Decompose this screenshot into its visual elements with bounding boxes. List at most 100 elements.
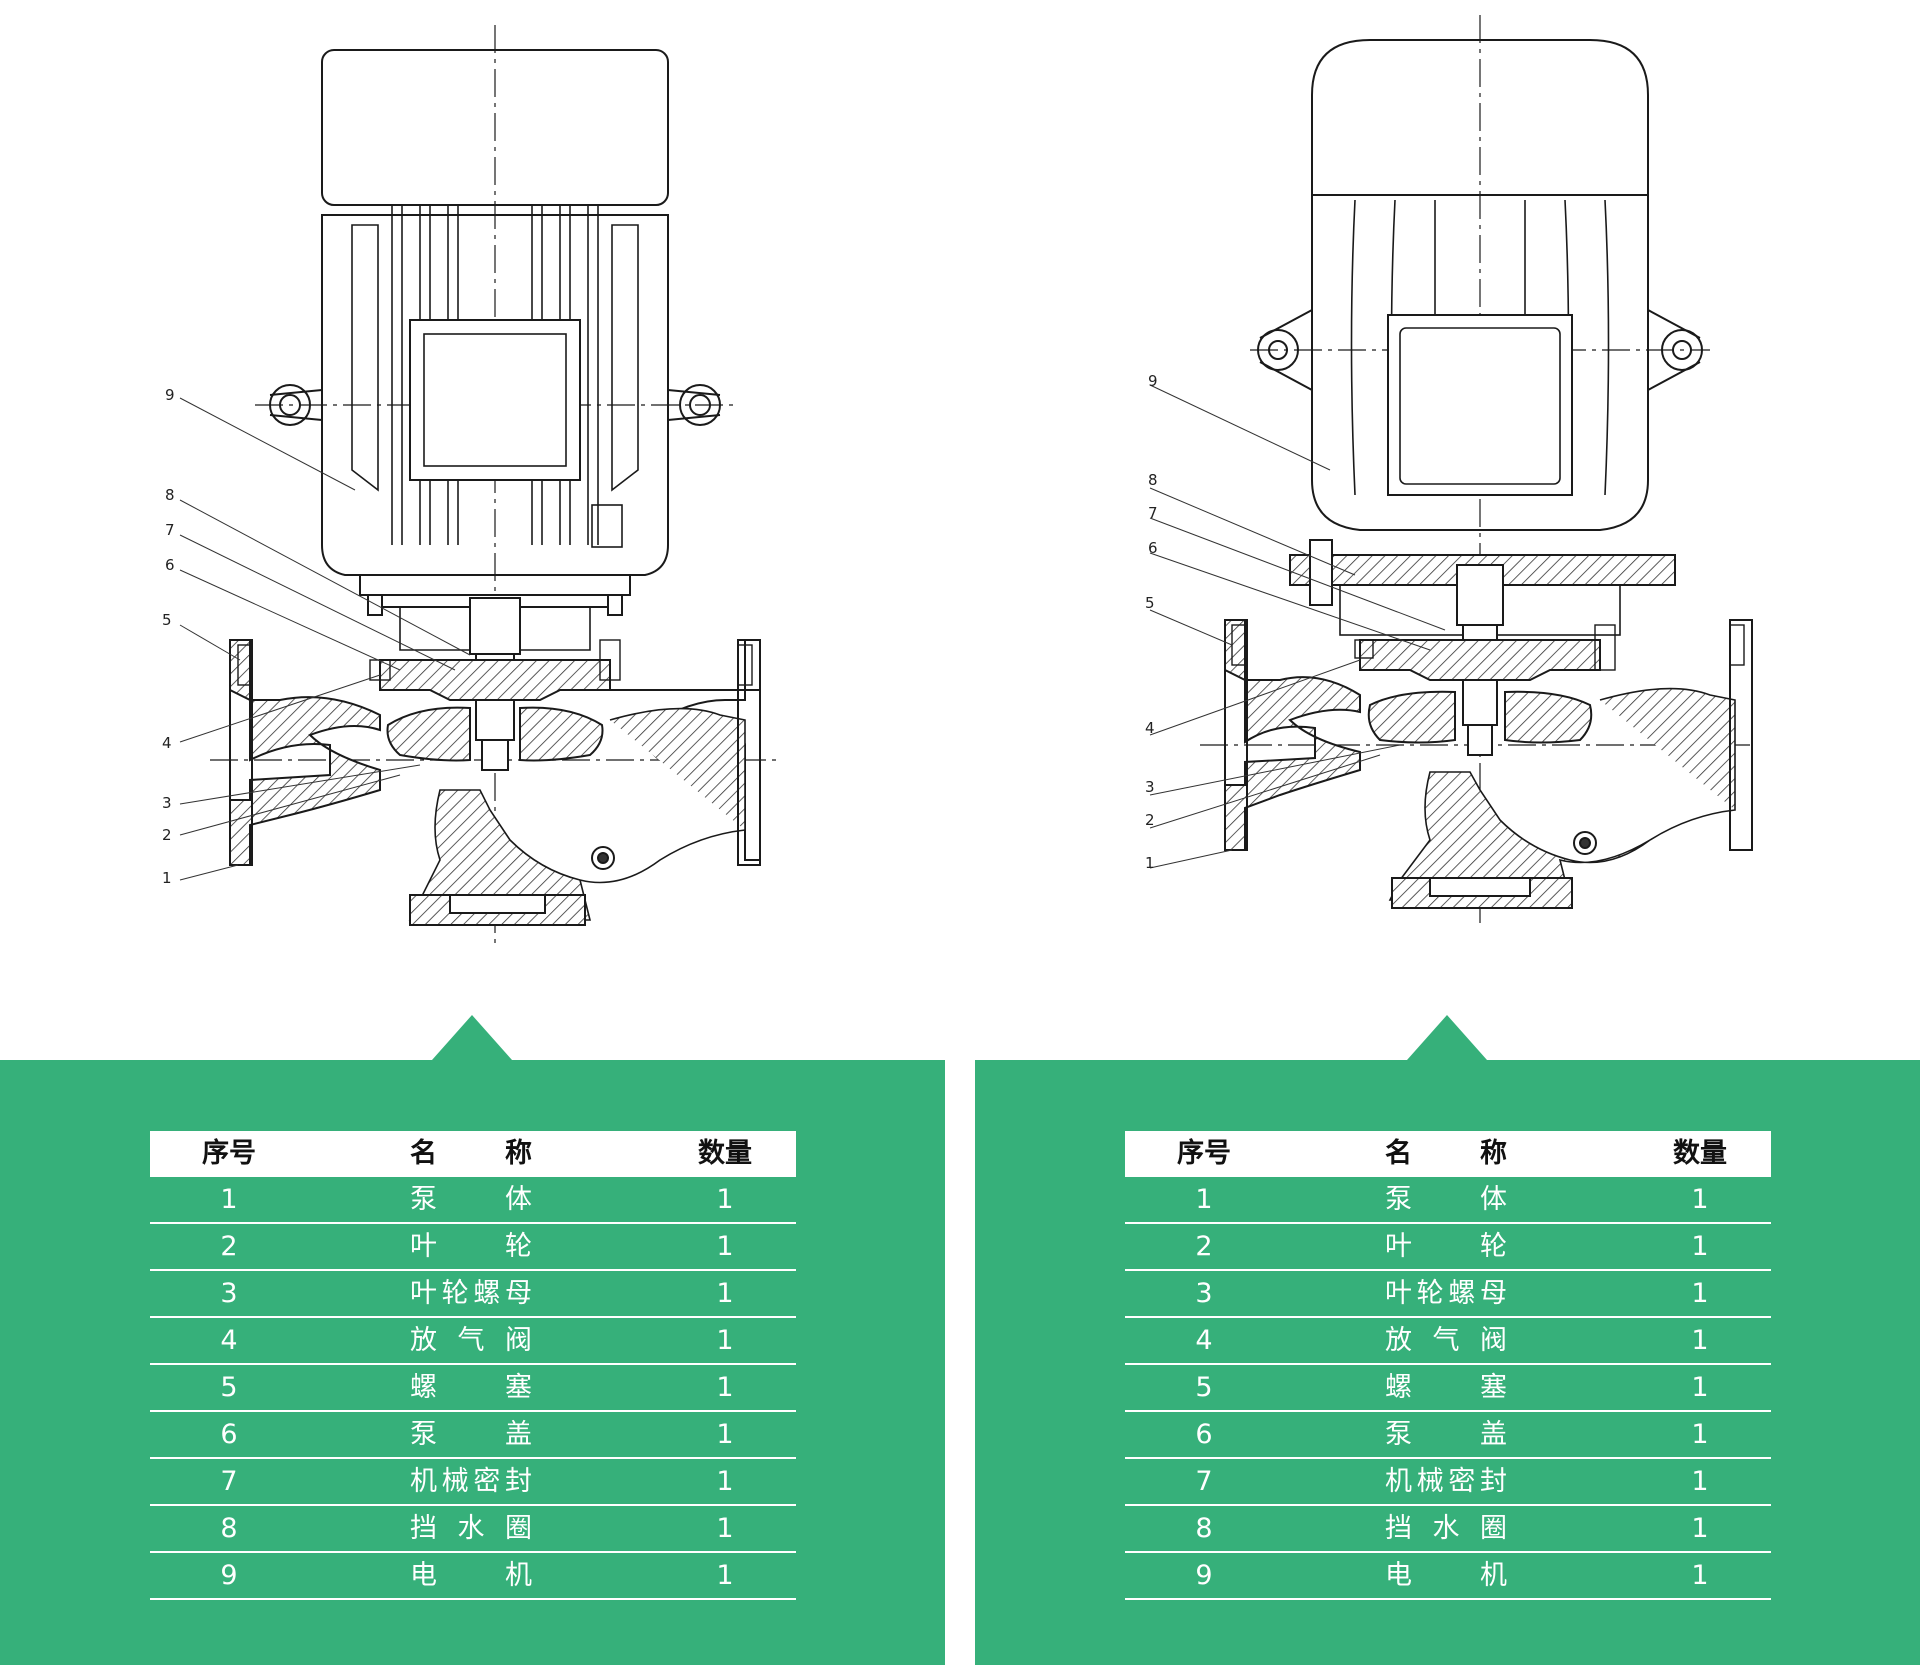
cell-no: 1	[1195, 1184, 1213, 1215]
header-no: 序号	[202, 1138, 256, 1169]
cell-name: 机械密封	[410, 1466, 532, 1497]
callout-5: 5	[1145, 594, 1155, 612]
header-qty: 数量	[1673, 1138, 1727, 1169]
cell-name: 放 气 阀	[1385, 1325, 1507, 1356]
callout-1: 1	[162, 869, 172, 887]
cell-name: 叶 轮	[1385, 1231, 1507, 1262]
cell-qty: 1	[716, 1419, 734, 1450]
cell-qty: 1	[1691, 1466, 1709, 1497]
cell-name: 螺 塞	[1385, 1372, 1507, 1403]
cell-qty: 1	[716, 1513, 734, 1544]
table-row: 5 螺 塞 1	[1125, 1365, 1771, 1412]
cell-qty: 1	[1691, 1372, 1709, 1403]
cell-qty: 1	[1691, 1184, 1709, 1215]
callout-4: 4	[1145, 719, 1155, 737]
callout-2: 2	[162, 826, 172, 844]
callout-8: 8	[165, 486, 175, 504]
cell-no: 6	[1195, 1419, 1213, 1450]
table-row: 4 放 气 阀 1	[150, 1318, 796, 1365]
header-qty: 数量	[698, 1138, 752, 1169]
cell-qty: 1	[1691, 1231, 1709, 1262]
cell-qty: 1	[716, 1184, 734, 1215]
pump-drawing-left: 9 8 7 6 5 4 3 2 1	[0, 0, 960, 1010]
callout-3: 3	[162, 794, 172, 812]
table-row: 1 泵 体 1	[150, 1177, 796, 1224]
cell-name: 泵 盖	[1385, 1419, 1507, 1450]
callout-6: 6	[1148, 539, 1158, 557]
cell-qty: 1	[1691, 1278, 1709, 1309]
callout-3: 3	[1145, 778, 1155, 796]
cell-name: 放 气 阀	[410, 1325, 532, 1356]
table-row: 6 泵 盖 1	[1125, 1412, 1771, 1459]
cell-name: 叶 轮	[410, 1231, 532, 1262]
callout-9: 9	[165, 386, 175, 404]
cell-qty: 1	[716, 1231, 734, 1262]
cell-qty: 1	[1691, 1325, 1709, 1356]
header-no: 序号	[1177, 1138, 1231, 1169]
cell-no: 6	[220, 1419, 238, 1450]
callout-4: 4	[162, 734, 172, 752]
callout-1: 1	[1145, 854, 1155, 872]
parts-table-left: 序号 名 称 数量 1 泵 体 1 2 叶 轮 1 3 叶轮螺母 1 4 放 气 阀 1 5 螺 …	[150, 1131, 796, 1600]
parts-panel-right: 序号 名 称 数量 1 泵 体 1 2 叶 轮 1 3 叶轮螺母 1 4 放 气 阀 1 5 螺 …	[975, 1015, 1920, 1665]
cell-no: 2	[220, 1231, 238, 1262]
cell-qty: 1	[1691, 1419, 1709, 1450]
callout-5: 5	[162, 611, 172, 629]
cell-qty: 1	[716, 1278, 734, 1309]
table-header: 序号 名 称 数量	[1125, 1131, 1771, 1177]
cell-name: 挡 水 圈	[410, 1513, 532, 1544]
cell-name: 叶轮螺母	[410, 1278, 532, 1309]
table-row: 3 叶轮螺母 1	[1125, 1271, 1771, 1318]
cell-no: 9	[1195, 1560, 1213, 1591]
table-row: 8 挡 水 圈 1	[150, 1506, 796, 1553]
cell-no: 3	[220, 1278, 238, 1309]
cell-no: 2	[1195, 1231, 1213, 1262]
cell-no: 1	[220, 1184, 238, 1215]
cell-name: 挡 水 圈	[1385, 1513, 1507, 1544]
cell-no: 9	[220, 1560, 238, 1591]
parts-panel-left: 序号 名 称 数量 1 泵 体 1 2 叶 轮 1 3 叶轮螺母 1 4 放 气 阀 1 5 螺 …	[0, 1015, 945, 1665]
table-row: 3 叶轮螺母 1	[150, 1271, 796, 1318]
cell-no: 5	[1195, 1372, 1213, 1403]
header-name: 名 称	[410, 1138, 532, 1169]
cell-no: 7	[1195, 1466, 1213, 1497]
cell-name: 电 机	[410, 1560, 532, 1591]
table-header: 序号 名 称 数量	[150, 1131, 796, 1177]
table-row: 9 电 机 1	[1125, 1553, 1771, 1600]
cell-no: 4	[220, 1325, 238, 1356]
cell-name: 泵 体	[410, 1184, 532, 1215]
table-row: 2 叶 轮 1	[1125, 1224, 1771, 1271]
table-row: 4 放 气 阀 1	[1125, 1318, 1771, 1365]
cell-name: 泵 体	[1385, 1184, 1507, 1215]
parts-table-right: 序号 名 称 数量 1 泵 体 1 2 叶 轮 1 3 叶轮螺母 1 4 放 气 阀 1 5 螺 …	[1125, 1131, 1771, 1600]
table-row: 2 叶 轮 1	[150, 1224, 796, 1271]
callout-2: 2	[1145, 811, 1155, 829]
pump-drawing-right: 9 8 7 6 5 4 3 2 1	[960, 0, 1920, 1010]
cell-name: 螺 塞	[410, 1372, 532, 1403]
callout-7: 7	[165, 521, 175, 539]
cell-no: 8	[1195, 1513, 1213, 1544]
cell-no: 8	[220, 1513, 238, 1544]
cell-name: 电 机	[1385, 1560, 1507, 1591]
table-row: 5 螺 塞 1	[150, 1365, 796, 1412]
cell-qty: 1	[716, 1325, 734, 1356]
table-row: 1 泵 体 1	[1125, 1177, 1771, 1224]
cell-qty: 1	[1691, 1560, 1709, 1591]
callout-9: 9	[1148, 372, 1158, 390]
header-name: 名 称	[1385, 1138, 1507, 1169]
cell-no: 4	[1195, 1325, 1213, 1356]
cell-qty: 1	[716, 1372, 734, 1403]
cell-name: 机械密封	[1385, 1466, 1507, 1497]
callout-8: 8	[1148, 471, 1158, 489]
cell-qty: 1	[716, 1466, 734, 1497]
callout-7: 7	[1148, 504, 1158, 522]
cell-name: 叶轮螺母	[1385, 1278, 1507, 1309]
callout-6: 6	[165, 556, 175, 574]
table-row: 7 机械密封 1	[1125, 1459, 1771, 1506]
cell-no: 5	[220, 1372, 238, 1403]
cell-no: 3	[1195, 1278, 1213, 1309]
